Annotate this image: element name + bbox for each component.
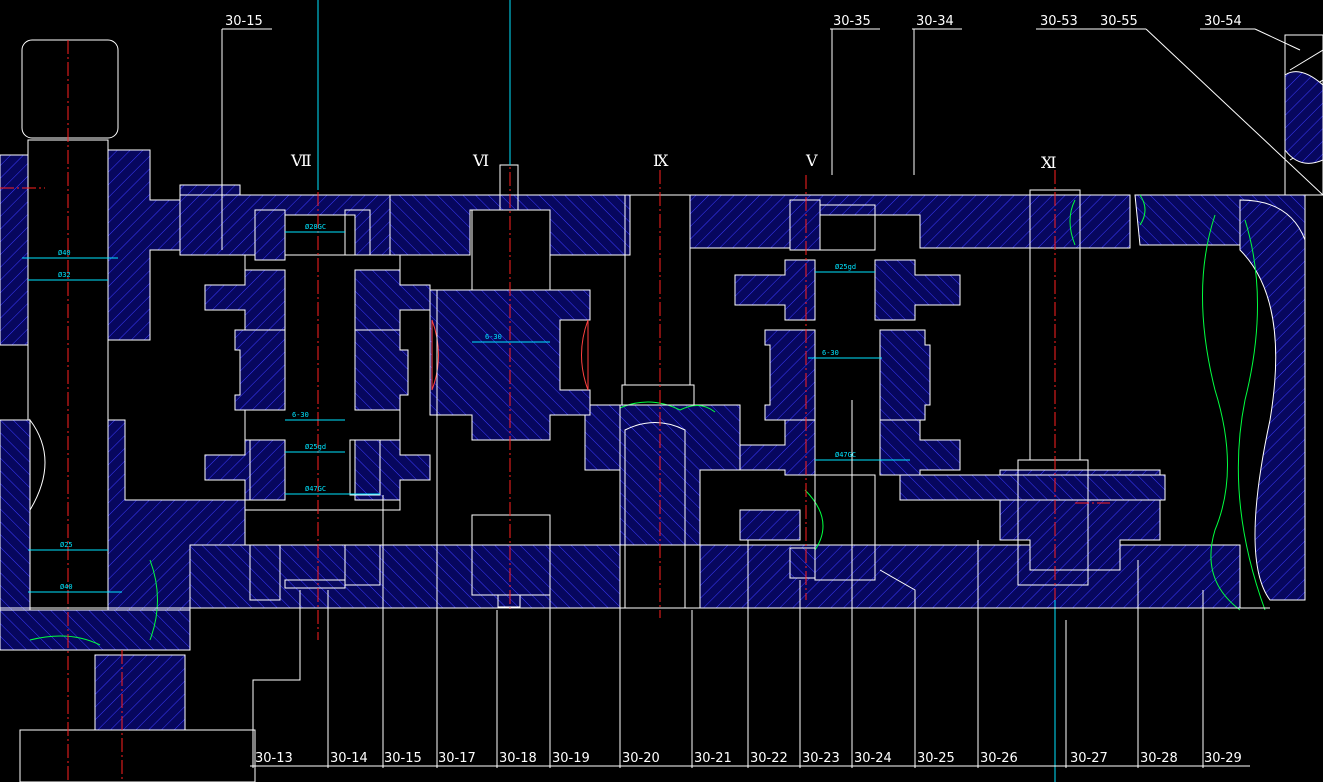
shaft-numeral: Ⅸ — [653, 151, 669, 170]
dimension-label: Ø32 — [58, 271, 71, 279]
callout-label: 30-15 — [384, 751, 422, 766]
callout-label: 30-28 — [1140, 751, 1178, 766]
dimension-label: Ø47GC — [305, 485, 326, 493]
callout-label: 30-27 — [1070, 751, 1108, 766]
callout-label: 30-34 — [916, 14, 954, 29]
dimension-label: 6-30 — [292, 411, 309, 419]
dimension-label: Ø40 — [58, 249, 71, 257]
dimension-label: Ø25 — [60, 541, 73, 549]
dimension-label: Ø25gd — [305, 443, 326, 451]
dimension-label: Ø28GC — [305, 223, 326, 231]
dimension-label: 6-30 — [822, 349, 839, 357]
shaft-numeral: Ⅺ — [1041, 153, 1057, 172]
callout-label: 30-53 — [1040, 14, 1078, 29]
callout-label: 30-54 — [1204, 14, 1242, 29]
callout-label: 30-19 — [552, 751, 590, 766]
housing-section — [0, 39, 1306, 782]
callout-label: 30-21 — [694, 751, 732, 766]
callout-label: 30-35 — [833, 14, 871, 29]
dimension-label: Ø25gd — [835, 263, 856, 271]
callout-label: 30-18 — [499, 751, 537, 766]
callout-label: 30-22 — [750, 751, 788, 766]
shaft-numerals: Ⅶ Ⅵ Ⅸ Ⅴ Ⅺ — [290, 151, 1057, 172]
shaft-vii-assembly — [204, 209, 431, 601]
callout-label: 30-24 — [854, 751, 892, 766]
callout-label: 30-23 — [802, 751, 840, 766]
callout-label: 30-25 — [917, 751, 955, 766]
callout-label: 30-15 — [225, 14, 263, 29]
center-lines — [0, 40, 1110, 782]
shaft-numeral: Ⅶ — [290, 151, 312, 170]
bottom-callouts: 30-13 30-14 30-15 30-17 30-18 30-19 30-2… — [250, 751, 1250, 767]
shaft-numeral: Ⅵ — [472, 151, 489, 170]
dimension-labels: Ø40 Ø32 Ø25 Ø40 Ø28GC 6-30 Ø25gd Ø47GC 6… — [58, 223, 856, 591]
callout-label: 30-14 — [330, 751, 368, 766]
shaft-numeral: Ⅴ — [805, 151, 818, 170]
dimension-label: 6-30 — [485, 333, 502, 341]
top-callouts: 30-15 30-35 30-34 30-53 30-55 30-54 — [221, 14, 1323, 250]
dimension-label: Ø40 — [60, 583, 73, 591]
construction-lines — [22, 0, 1056, 782]
callout-label: 30-26 — [980, 751, 1018, 766]
callout-label: 30-17 — [438, 751, 476, 766]
callout-label: 30-20 — [622, 751, 660, 766]
shaft-ix-assembly — [621, 194, 695, 609]
callout-label: 30-55 — [1100, 14, 1138, 29]
dimension-label: Ø47GC — [835, 451, 856, 459]
callout-label: 30-13 — [255, 751, 293, 766]
callout-label: 30-29 — [1204, 751, 1242, 766]
bottom-leaders — [0, 290, 1270, 768]
shaft-v-assembly — [734, 199, 961, 581]
